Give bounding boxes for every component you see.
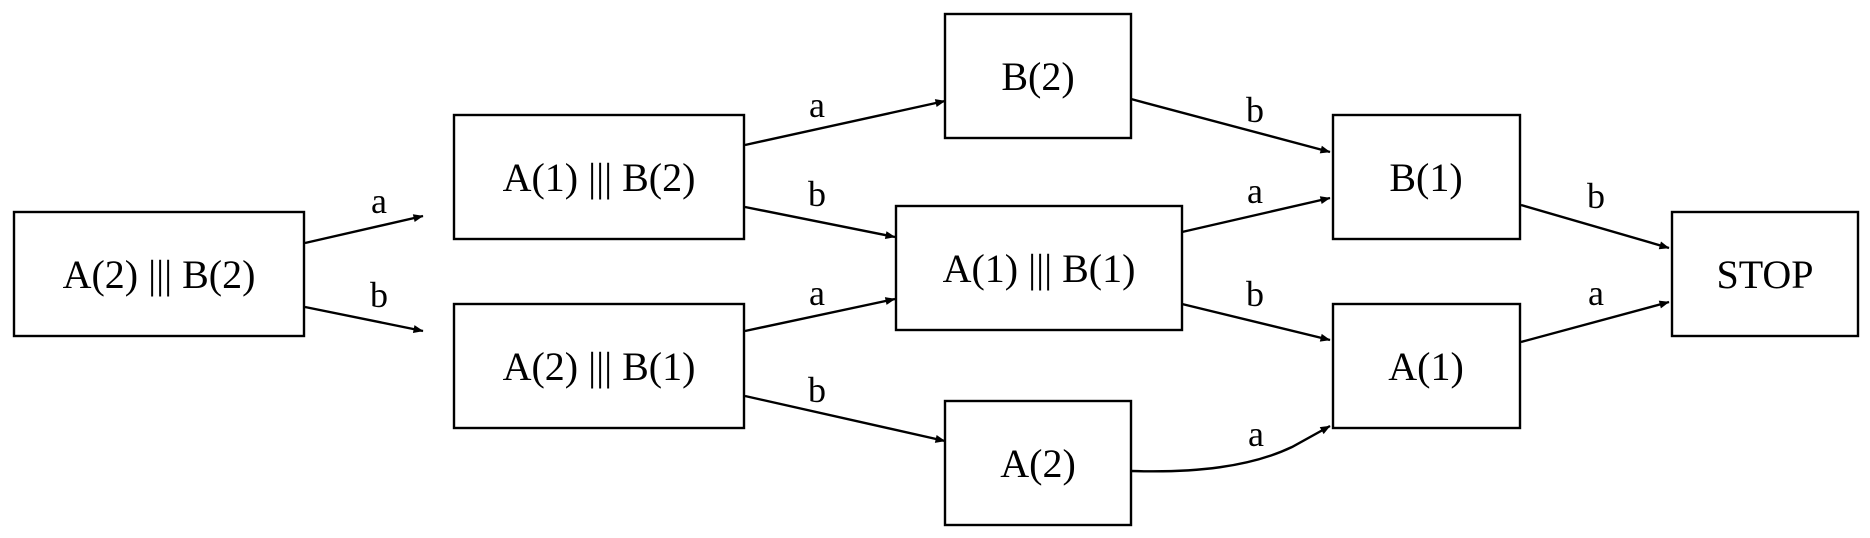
- edge-b1-to-stop: b: [1520, 176, 1670, 250]
- node-a1-b1: A(1) ||| B(1): [894, 204, 1184, 332]
- node-b1: B(1): [1331, 113, 1522, 241]
- node-label: A(1) ||| B(2): [503, 155, 696, 200]
- node-box: [452, 113, 746, 241]
- edge-line: [1130, 424, 1331, 473]
- node-label: A(2) ||| B(1): [503, 344, 696, 389]
- edge-line: [1520, 300, 1670, 344]
- edge-line: [1181, 302, 1331, 342]
- node-box: [943, 399, 1133, 527]
- node-box: [1331, 113, 1522, 241]
- edge-a1-to-stop: a: [1520, 273, 1670, 344]
- node-a2-b1: A(2) ||| B(1): [452, 302, 746, 430]
- node-box: [894, 204, 1184, 332]
- edge-line: [1130, 97, 1331, 154]
- edge-line: [304, 305, 424, 334]
- edge-a1b2-to-b2: a: [744, 85, 946, 147]
- edge-a2b1-to-a1b1: a: [744, 273, 896, 333]
- edge-a2b2-to-a2b1: b: [304, 275, 424, 334]
- edge-label: a: [1588, 273, 1604, 313]
- node-box: [452, 302, 746, 430]
- edges: a b a b a b b a: [304, 85, 1670, 473]
- edge-b2-to-b1: b: [1130, 90, 1331, 154]
- edge-label: b: [808, 174, 826, 214]
- node-label: B(2): [1001, 54, 1074, 99]
- node-label: A(1): [1388, 344, 1464, 389]
- nodes: A(2) ||| B(2) A(1) ||| B(2) A(2) ||| B(1…: [12, 12, 1860, 527]
- edge-line: [744, 99, 946, 147]
- edge-label: b: [370, 275, 388, 315]
- edge-a1b1-to-a1: b: [1181, 274, 1331, 342]
- node-label: A(2): [1000, 441, 1076, 486]
- edge-label: b: [1246, 274, 1264, 314]
- node-a1: A(1): [1331, 302, 1522, 430]
- edge-line: [744, 297, 896, 333]
- node-box: [943, 12, 1133, 140]
- edge-a2b1-to-a2: b: [744, 370, 946, 443]
- edge-line: [744, 394, 946, 443]
- node-b2: B(2): [943, 12, 1133, 140]
- edge-label: b: [1587, 176, 1605, 216]
- edge-a1b2-to-a1b1: b: [744, 174, 896, 240]
- node-label: STOP: [1716, 252, 1813, 297]
- edge-line: [1181, 196, 1331, 234]
- edge-a1b1-to-b1: a: [1181, 171, 1331, 234]
- node-box: [1331, 302, 1522, 430]
- node-label: A(1) ||| B(1): [943, 246, 1136, 291]
- node-label: A(2) ||| B(2): [63, 252, 256, 297]
- node-box: [12, 210, 306, 338]
- node-a2: A(2): [943, 399, 1133, 527]
- edge-label: a: [809, 85, 825, 125]
- node-label: B(1): [1389, 155, 1462, 200]
- edge-label: a: [809, 273, 825, 313]
- edge-a2b2-to-a1b2: a: [304, 181, 424, 245]
- edge-line: [1520, 203, 1670, 250]
- edge-a2-to-a1: a: [1130, 414, 1331, 473]
- edge-label: a: [371, 181, 387, 221]
- edge-label: b: [1246, 90, 1264, 130]
- edge-label: b: [808, 370, 826, 410]
- node-a1-b2: A(1) ||| B(2): [452, 113, 746, 241]
- edge-label: a: [1248, 414, 1264, 454]
- edge-line: [304, 214, 424, 245]
- node-a2-b2: A(2) ||| B(2): [12, 210, 306, 338]
- node-box: [1670, 210, 1860, 338]
- edge-line: [744, 205, 896, 240]
- edge-label: a: [1247, 171, 1263, 211]
- node-stop: STOP: [1670, 210, 1860, 338]
